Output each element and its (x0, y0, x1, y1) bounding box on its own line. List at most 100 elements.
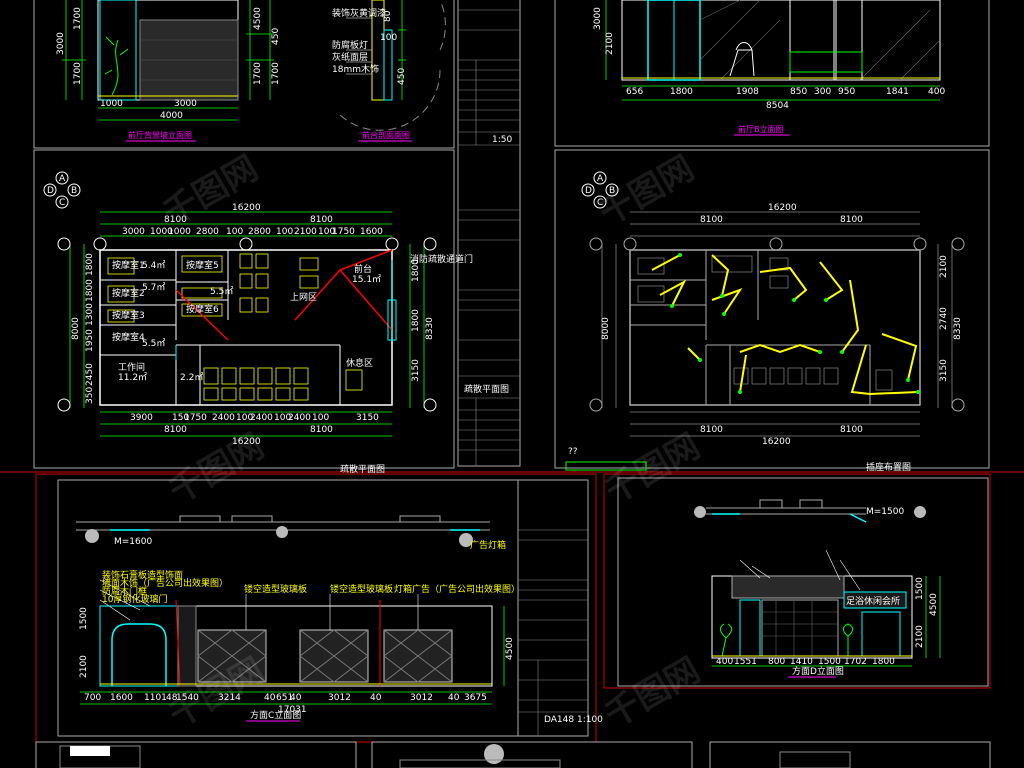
lobby-dim-5: 300 (814, 87, 831, 97)
evac-right-total: 8330 (425, 317, 435, 340)
socket-right-4: 8330 (953, 317, 963, 340)
dim-h-3: 4000 (160, 111, 183, 121)
evac-room-9: 上网区 (290, 292, 317, 303)
compass-b: B (71, 186, 77, 196)
elev-c-door: M=1600 (114, 537, 152, 547)
elev-d-dim-3: 800 (768, 657, 785, 667)
compass-r-c: C (597, 198, 603, 208)
compass-left (43, 171, 81, 209)
socket-top-half-2: 8100 (840, 215, 863, 225)
lobby-total: 8504 (766, 101, 789, 111)
watermark-1: 千图网 (157, 148, 265, 234)
evac-left-3: 1300 (85, 303, 95, 326)
dim-h-2: 3000 (174, 99, 197, 109)
socket-bhalf-1: 8100 (700, 425, 723, 435)
elev-c-dim-v-1: 1500 (79, 607, 89, 630)
elev-d-dim-v-2: 1500 (915, 577, 925, 600)
evac-seg-11: 1600 (360, 227, 383, 237)
elev-c-note-8: 广告灯箱 (470, 539, 506, 551)
elev-c-dim-v-2: 2100 (79, 655, 89, 678)
dim-v-right-4: 1700 (271, 62, 281, 85)
evac-room-10: 休息区 (346, 357, 373, 369)
evac-right-1: 1800 (411, 259, 421, 282)
strip-top-scale: 1:50 (492, 135, 512, 145)
dim-v-right-1: 4500 (253, 7, 263, 30)
panel-diamond-3 (383, 629, 453, 683)
dim-v-right-2: 1700 (253, 62, 263, 85)
evac-seg-8: 2100 (294, 227, 317, 237)
evac-left-2: 1800 (85, 279, 95, 302)
panel-diamond-1 (197, 629, 267, 683)
socket-left-total: 8000 (601, 317, 611, 340)
lobby-dim-v-1: 3000 (593, 7, 603, 30)
evac-room-8: 前台 (354, 263, 372, 275)
section-dim-2: 100 (380, 33, 397, 43)
socket-caption: 插座布置图 (866, 461, 911, 473)
elev-d-dim-2: 1551 (734, 657, 757, 667)
evac-left-4: 1950 (85, 329, 95, 352)
socket-right-2: 2740 (939, 307, 949, 330)
section-label-4: 18mm木饰 (332, 63, 379, 75)
evac-area-2: 5.7㎡ (142, 282, 165, 293)
evac-room-5: 按摩室5 (186, 259, 219, 271)
evac-area-1: 5.4㎡ (142, 260, 165, 271)
evac-area-5: 15.1㎡ (352, 274, 381, 285)
elev-d-dim-5: 1500 (818, 657, 841, 667)
evac-seg-1: 3000 (122, 227, 145, 237)
strip-bottom-scale: DA148 1:100 (544, 715, 603, 725)
section-dim-1: 80 (383, 10, 393, 22)
elev-c-dim-12: 3012 (410, 693, 433, 703)
evac-bseg-10: 3150 (356, 413, 379, 423)
elev-c-total: 17031 (278, 705, 307, 715)
evac-left-5: 2450 (85, 363, 95, 386)
evac-seg-3: 1000 (168, 227, 191, 237)
evac-area-7: 2.2㎡ (180, 372, 203, 383)
elev-d-dim-v-1: 4500 (929, 593, 939, 616)
evac-top-half-2: 8100 (310, 215, 333, 225)
elev-c-dim-3: 1101 (144, 693, 167, 703)
elev-c-dim-v-3: 4500 (505, 637, 515, 660)
evac-caption: 疏散平面图 (340, 463, 385, 475)
elev-c: M=1600 装饰石膏板造型饰面 墙面木饰（广告公司出效果图） 防腐木门框 10… (76, 515, 520, 722)
lobby-dim-6: 950 (838, 87, 855, 97)
evac-area-4: 5.5㎡ (142, 338, 165, 349)
evac-btotal: 16200 (232, 437, 261, 447)
elev-c-dim-2: 1600 (110, 693, 133, 703)
compass-c: C (59, 198, 65, 208)
evac-room-2: 按摩室2 (112, 287, 145, 299)
evac-bseg-6: 2400 (250, 413, 273, 423)
partial-drawings (59, 744, 851, 768)
evac-area-6: 11.2㎡ (118, 372, 147, 383)
section-desk: 装饰灰黄调漆 防腐板灯 灰纸面层 18mm木饰 80 100 450 前台剖面面… (330, 0, 446, 142)
socket-btotal: 16200 (762, 437, 791, 447)
compass-d: D (47, 186, 54, 196)
title-strip-mid: 疏散平面图 (458, 209, 520, 466)
elev-c-dim-4: 48 (166, 693, 178, 703)
evac-left-6: 350 (85, 387, 95, 404)
section-label-1: 装饰灰黄调漆 (332, 7, 386, 19)
dim-h-1: 1000 (100, 99, 123, 109)
elev-d-door: M=1500 (866, 507, 904, 517)
lobby-dim-v-2: 2100 (605, 32, 615, 55)
elev-c-dim-10: 3012 (328, 693, 351, 703)
elev-c-note-3: 防腐木门框 (102, 585, 147, 597)
watermark-2: 千图网 (593, 148, 701, 234)
evac-left-1: 1800 (85, 253, 95, 276)
evac-bseg-3: 1750 (184, 413, 207, 423)
socket-mark: ?? (568, 447, 578, 457)
elev-c-note-6: 镂空造型玻璃板 (330, 583, 393, 595)
elev-c-dim-9: 40 (290, 693, 302, 703)
lobby-dim-8: 400 (928, 87, 945, 97)
elev-c-note-1: 装饰石膏板造型饰面 (102, 569, 183, 581)
elev-d-sign: 足浴休闲会所 (846, 595, 900, 607)
elev-c-note-7: 灯箱广告（广告公司出效果图） (394, 583, 520, 595)
watermark-6: 千图网 (599, 650, 707, 736)
compass-r-d: D (585, 186, 592, 196)
compass-r-a: A (597, 174, 604, 184)
elev-c-note-5: 镂空造型玻璃板 (244, 583, 307, 595)
watermark-3: 千图网 (163, 426, 271, 512)
socket-right-3: 3150 (939, 359, 949, 382)
evac-bseg-2: 150 (172, 413, 189, 423)
